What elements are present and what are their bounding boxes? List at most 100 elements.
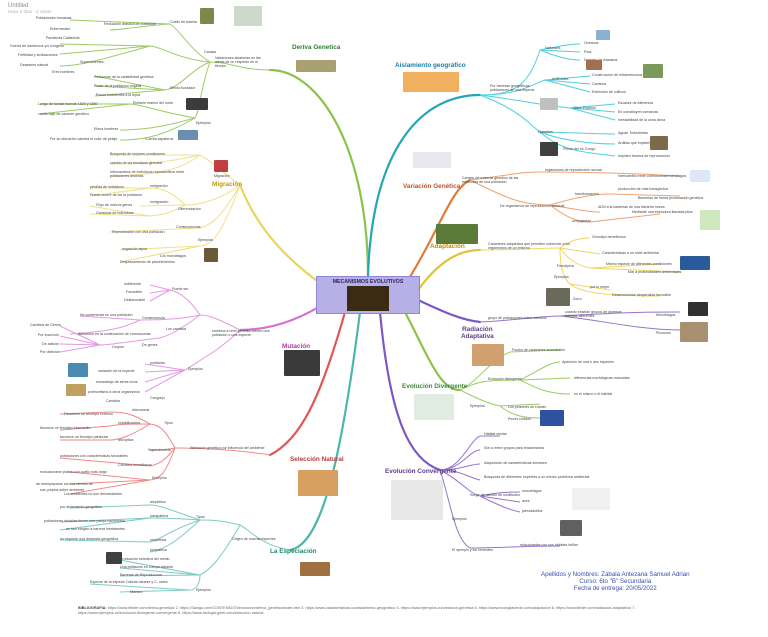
mutacion-item: Consecuencia bbox=[142, 316, 165, 320]
migracion-item: Ganancia de individuos bbox=[96, 211, 134, 215]
especiacion-item: parapátrica bbox=[150, 514, 168, 518]
aislamiento-item: Caminos bbox=[592, 82, 607, 86]
heading-especiacion[interactable]: La Especiación bbox=[270, 548, 317, 555]
aislamiento-item: Escasez de Alimentos bbox=[618, 101, 654, 105]
desert-image bbox=[586, 60, 602, 70]
deriva-item: Cuenta zapateros bbox=[145, 137, 174, 141]
variacion-main: Cambio de material genético de las moléc… bbox=[462, 176, 519, 185]
especiacion-item: poblaciones aisladas tienen otra pareja … bbox=[44, 519, 125, 523]
convergente-item: Adquisición de características similares bbox=[484, 461, 547, 465]
mutacion-item: Cambios bbox=[106, 399, 121, 403]
variacion-item: Intercambio entre cromosomas homólogos bbox=[618, 174, 687, 178]
deriva-main: Variaciones aleatorias en las alelas de … bbox=[215, 56, 261, 69]
divergente-main: Evolución divergente bbox=[488, 377, 522, 381]
evolution-illustration bbox=[347, 286, 389, 311]
deriva-ejemplos: Ejemplos bbox=[196, 121, 211, 125]
lab-flasks-image bbox=[234, 6, 262, 26]
mutacion-main: cambios a nivel genético dentro una pobl… bbox=[212, 329, 270, 338]
deriva-item: Poder de la poblacion original bbox=[94, 84, 142, 88]
mutacion-item: polimorfismo a otros organismos bbox=[88, 390, 140, 394]
seleccion-subbranches bbox=[59, 411, 271, 495]
heading-mutacion[interactable]: Mutación bbox=[282, 343, 311, 350]
moth-image bbox=[66, 384, 86, 396]
aislamiento-subbranches bbox=[479, 43, 616, 157]
variacion-item: producción de más transgénica bbox=[618, 187, 668, 191]
especiacion-item: alopátrica bbox=[150, 500, 166, 504]
convergente-item: Hábitat similar bbox=[484, 432, 507, 436]
especiacion-item: Producción selectiva del medio bbox=[120, 557, 170, 561]
deriva-subbranches bbox=[39, 19, 271, 141]
ocean-image bbox=[596, 30, 610, 40]
heading-adaptacion[interactable]: Adaptación bbox=[430, 243, 465, 250]
seleccion-item: direccional bbox=[132, 408, 150, 412]
convergente-item: relacionadas con sus hábitats brillan bbox=[520, 543, 578, 547]
variacion-item: Bacterias de forma procesación genética bbox=[638, 196, 704, 200]
mutacion-item: población bbox=[150, 361, 166, 365]
heading-seleccion[interactable]: Selección Natural bbox=[290, 456, 344, 463]
mutacion-item: Favorable bbox=[126, 290, 142, 294]
bibliography-label: BIBLIOGRAFIA: bbox=[78, 606, 107, 610]
divergente-item: Ejemplos bbox=[470, 404, 485, 408]
aislamiento-item: Ríos bbox=[584, 50, 592, 54]
seleccion-item: Cambios hereditarios bbox=[118, 463, 152, 467]
tree-diagram-image bbox=[472, 344, 504, 366]
divergente-item: Fusión de caracteres ancestrales bbox=[512, 348, 565, 352]
heading-migracion[interactable]: Migración bbox=[212, 181, 243, 188]
mutacion-item: Alteración en la continuación de cromoso… bbox=[78, 332, 151, 336]
radiacion-subbranches bbox=[479, 311, 681, 331]
adaptacion-item: Ejemplos bbox=[554, 275, 569, 279]
adaptacion-main: Caracteres adquiridos que permiten sobre… bbox=[488, 242, 571, 251]
author-block: Apellidos y Nombres: Zabala Antezana Sam… bbox=[541, 571, 690, 592]
deriva-item: Reducción de la variabilidad genetica bbox=[94, 75, 154, 79]
seleccion-item: Favorecer un fenotipo extremo bbox=[64, 412, 113, 416]
deriva-item: Poblaciones humanas bbox=[36, 16, 72, 20]
especiacion-item: simpátrica bbox=[150, 538, 167, 542]
heading-divergente[interactable]: Evolución Divergente bbox=[402, 383, 468, 390]
branch-line-aislamiento bbox=[366, 93, 482, 278]
deep-sea-image bbox=[680, 256, 710, 270]
deriva-item: Elena hombres bbox=[94, 127, 119, 131]
adaptacion-item: Características a un nivel ambiental bbox=[602, 251, 659, 255]
convergente-item: Búsqueda de diferentes especies a un mis… bbox=[484, 475, 590, 479]
aislamiento-item: Ejemplos bbox=[538, 130, 553, 134]
mutant-frog-image bbox=[284, 350, 320, 376]
heading-aislamiento[interactable]: Aislamiento geográfico bbox=[395, 62, 466, 69]
deriva-item: Elefante marino del norte bbox=[133, 101, 174, 105]
aislamiento-item: Naturales bbox=[545, 46, 561, 50]
mutacion-item: Grupos bbox=[112, 345, 124, 349]
variacion-item: transformación bbox=[575, 192, 599, 196]
divergente-item: diferencias morfológicas marcadas bbox=[574, 376, 630, 380]
heading-variacion[interactable]: Variación Genética bbox=[403, 183, 461, 190]
mutacion-item: Indiferente bbox=[124, 282, 141, 286]
adaptacion-item: Zorro bbox=[573, 297, 582, 301]
beetles-image bbox=[296, 60, 336, 72]
seleccion-main: Alteración genética por influencia del a… bbox=[190, 446, 265, 450]
bird-image bbox=[200, 8, 214, 24]
seleccion-item: estabilizadora bbox=[118, 421, 141, 425]
divergente-item: Aparición de una o dos especies bbox=[562, 360, 614, 364]
mutacion-item: Cambios de Genes bbox=[30, 323, 61, 327]
heading-deriva[interactable]: Deriva Genetica bbox=[292, 44, 341, 51]
seleccion-item: favorece un fenotipo particular bbox=[60, 435, 109, 439]
central-node[interactable]: MECANISMOS EVOLUTIVOS bbox=[316, 276, 420, 314]
especiacion-item: Barreras de Reproducción bbox=[120, 573, 162, 577]
heading-radiacion[interactable]: Radiación Adaptativa bbox=[461, 326, 494, 340]
divergente-subbranches bbox=[459, 349, 571, 419]
deriva-item: Reducción drástica de población bbox=[104, 22, 156, 26]
deriva-item: Enfermedad bbox=[50, 27, 70, 31]
speciation-image bbox=[300, 562, 330, 576]
heading-convergente[interactable]: Evolución Convergente bbox=[385, 468, 457, 475]
branch-line-seleccion bbox=[268, 310, 347, 457]
squirrel-image bbox=[650, 136, 668, 150]
author-course: Curso: 6to "B" Secundaria bbox=[579, 578, 652, 586]
migracion-main: Migración bbox=[214, 174, 230, 178]
mutacion-item: variación de la especie bbox=[98, 369, 135, 373]
convergente-item: El ejemplo y los recientes bbox=[452, 548, 493, 552]
seleccion-item: evolucionaron jirafas con cuello más lar… bbox=[40, 470, 107, 474]
especiacion-main: Origen de nuevas especies bbox=[232, 537, 276, 541]
aislamiento-item: Impiden barrera de reproducción bbox=[618, 154, 671, 158]
radiacion-item: Murciélagos bbox=[656, 313, 676, 317]
branch-line-convergente bbox=[378, 310, 442, 472]
variacion-subbranches bbox=[469, 171, 681, 223]
cichlid-image bbox=[540, 410, 564, 426]
